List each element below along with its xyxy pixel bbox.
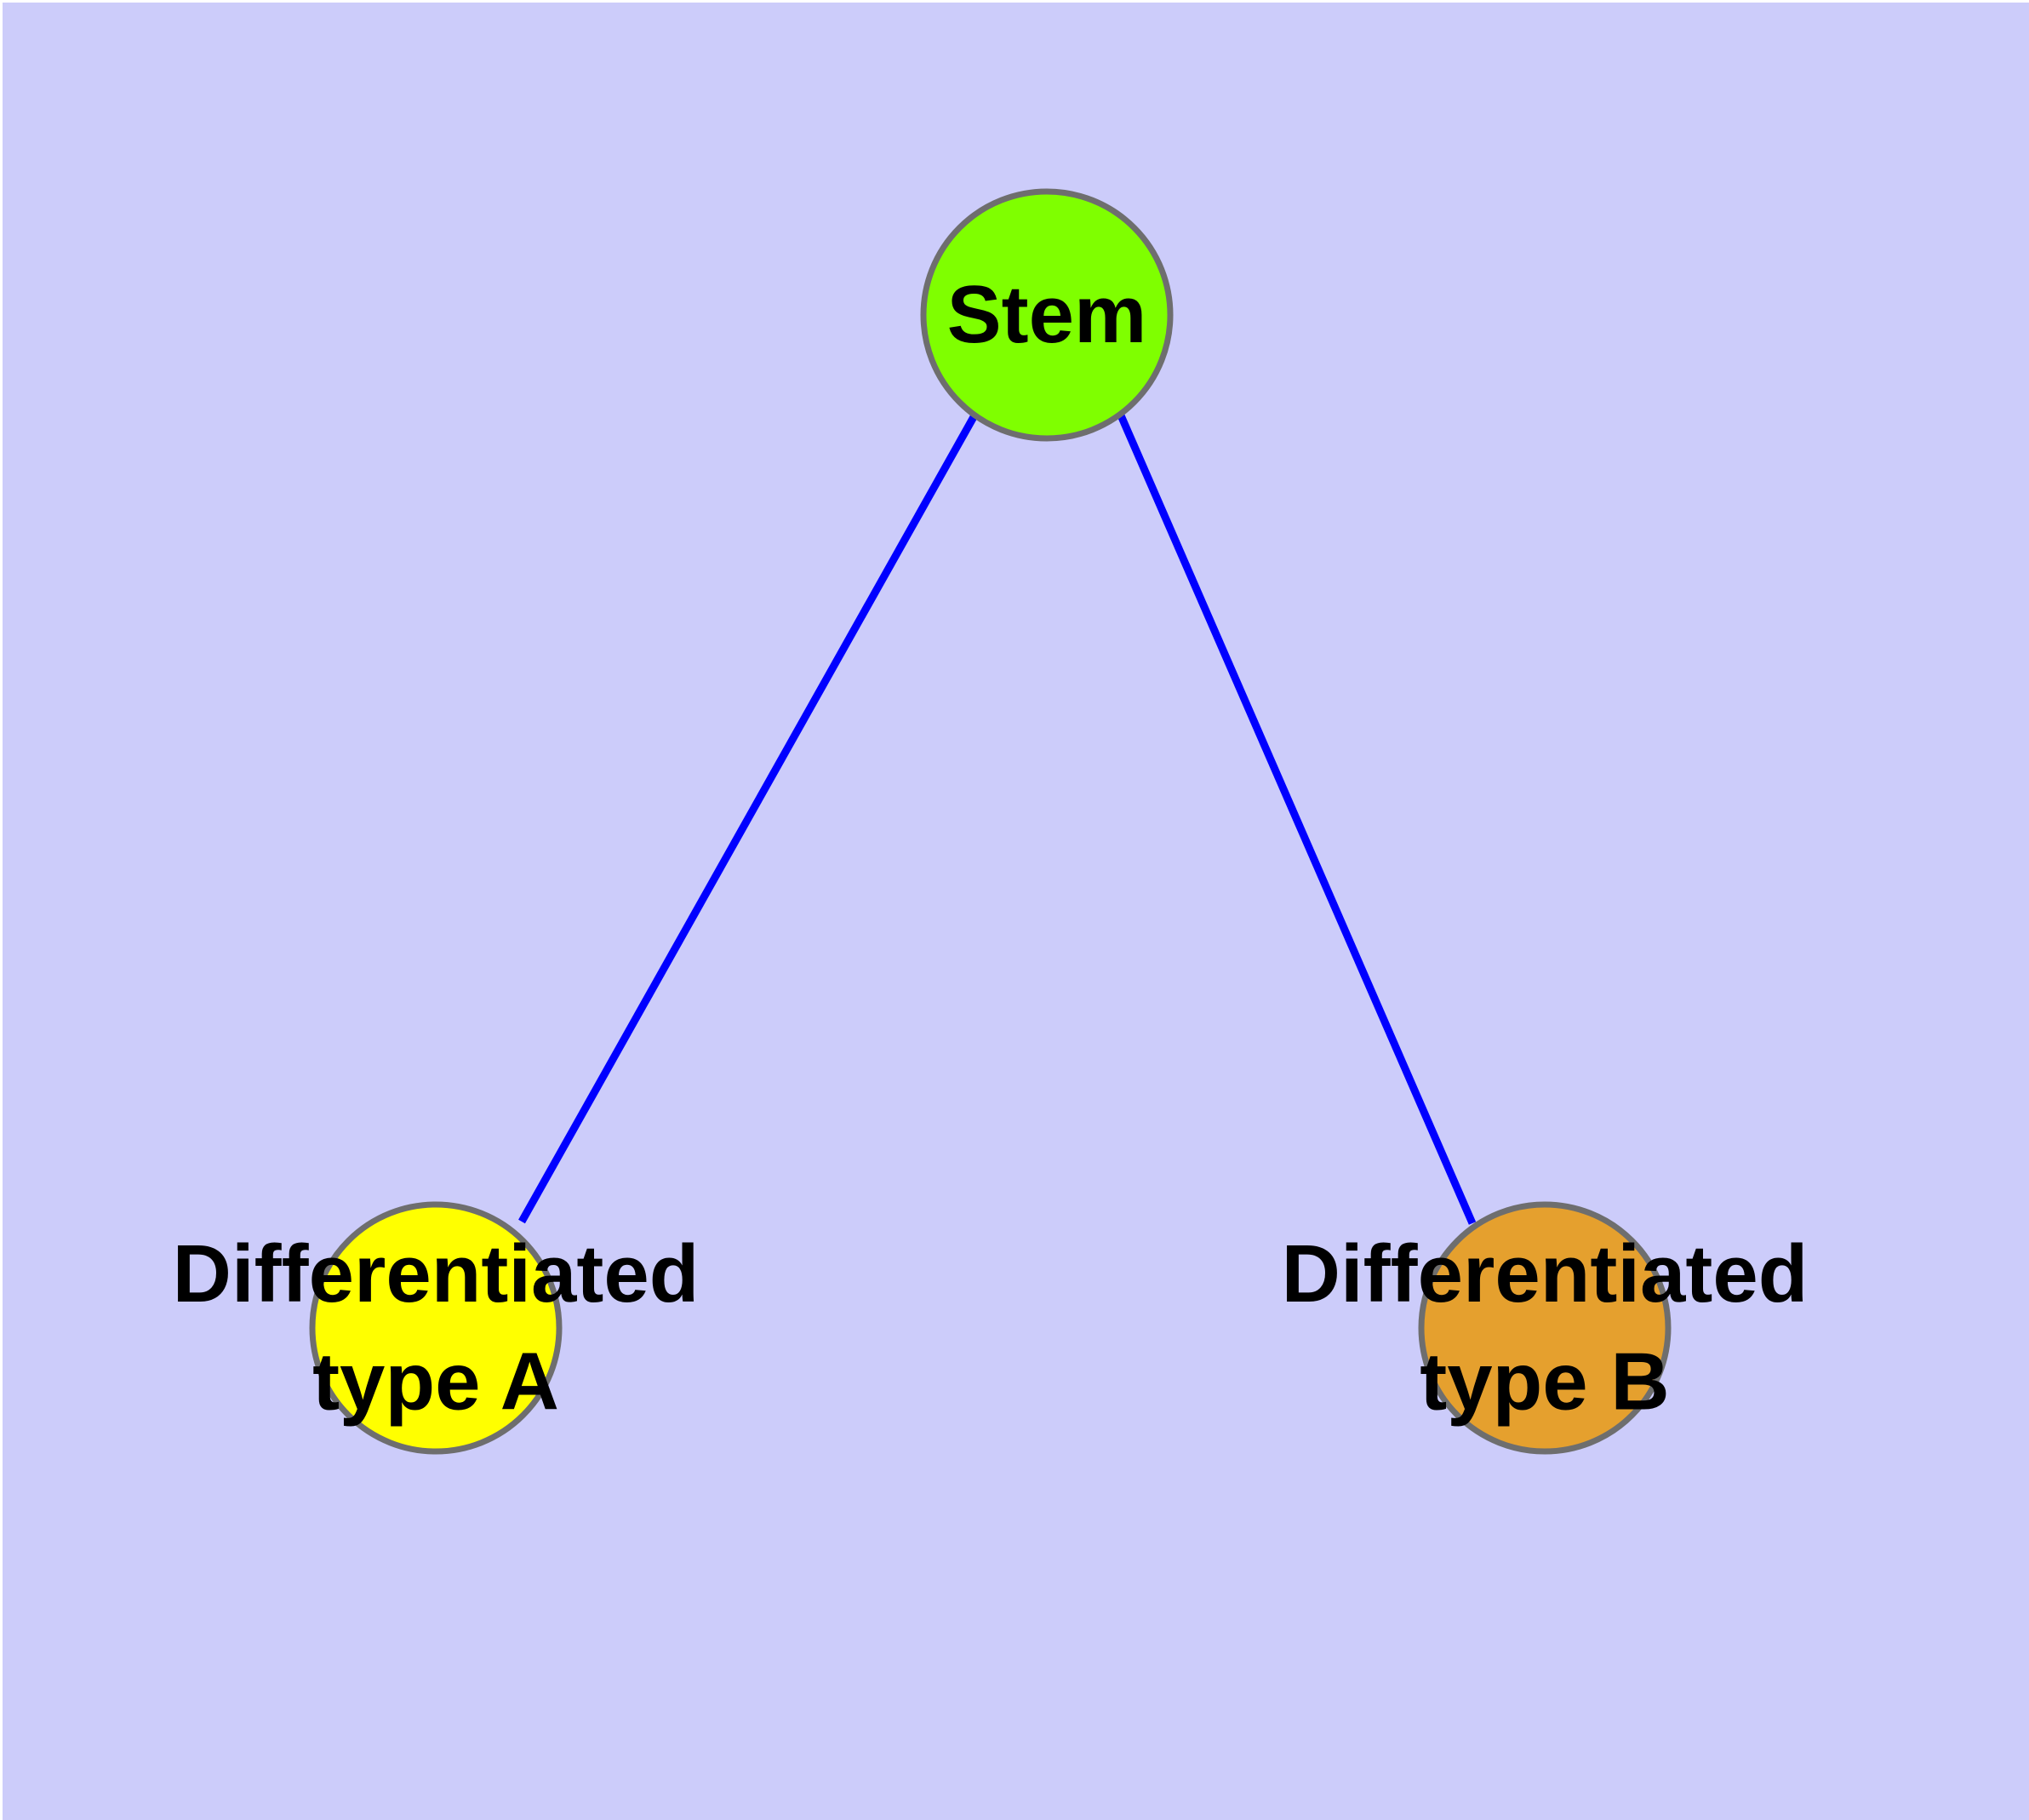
edges-layer xyxy=(518,413,1477,1225)
node-differentiated-type-b[interactable] xyxy=(1418,1201,1672,1455)
node-differentiated-type-a[interactable] xyxy=(309,1201,563,1455)
edge-stem-to-differentiated-type-b xyxy=(1117,414,1477,1225)
nodes-layer xyxy=(309,188,1672,1455)
edge-stem-to-differentiated-type-a xyxy=(518,413,978,1224)
node-stem[interactable] xyxy=(920,188,1174,442)
node-label-stem: Stem xyxy=(947,270,1147,361)
